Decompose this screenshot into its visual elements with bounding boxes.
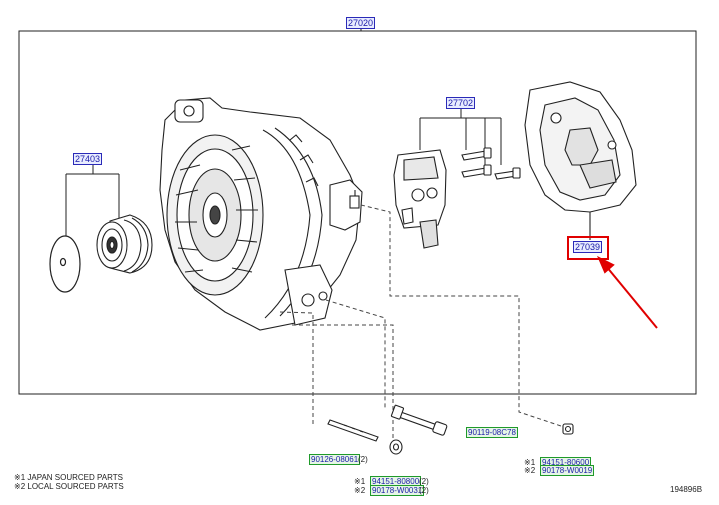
assembly-frame <box>18 30 697 395</box>
part-link-90178-w0031[interactable]: 90178-W0031 <box>370 485 425 496</box>
part-link-90119-08c78[interactable]: 90119-08C78 <box>466 427 518 438</box>
lower-fasteners <box>327 404 574 455</box>
pulley-leader-lines <box>65 163 120 238</box>
rear-cover-highlight-box <box>567 236 609 260</box>
rear-cover-part <box>524 81 637 240</box>
note-local-sourced: ※2 LOCAL SOURCED PARTS <box>14 482 124 491</box>
part-qty: (2) <box>419 486 429 495</box>
pulley-group-callout[interactable]: 27403 <box>73 153 103 165</box>
dashed-routing <box>279 204 568 440</box>
alternator-body <box>159 97 363 331</box>
part-link-90126-08061[interactable]: 90126-08061 <box>309 454 361 465</box>
source-mark: ※1 <box>354 477 366 486</box>
regulator-part <box>393 149 447 249</box>
pulley-part <box>96 214 153 274</box>
note-japan-sourced: ※1 JAPAN SOURCED PARTS <box>14 473 123 482</box>
illustration-id: 194896B <box>670 485 703 494</box>
assembly-callout[interactable]: 27020 <box>346 17 376 29</box>
regulator-screws <box>461 147 521 180</box>
part-qty: (2) <box>358 455 368 464</box>
part-qty: (2) <box>419 477 429 486</box>
source-mark: ※2 <box>524 466 536 475</box>
source-mark: ※2 <box>354 486 366 495</box>
washer-part <box>49 235 81 293</box>
rear-cover-callout[interactable]: 27039 <box>573 241 603 253</box>
source-mark: ※1 <box>524 458 536 467</box>
part-link-90178-w0019[interactable]: 90178-W0019 <box>540 465 595 476</box>
regulator-group-callout[interactable]: 27702 <box>446 97 476 109</box>
highlight-arrow <box>597 255 658 329</box>
